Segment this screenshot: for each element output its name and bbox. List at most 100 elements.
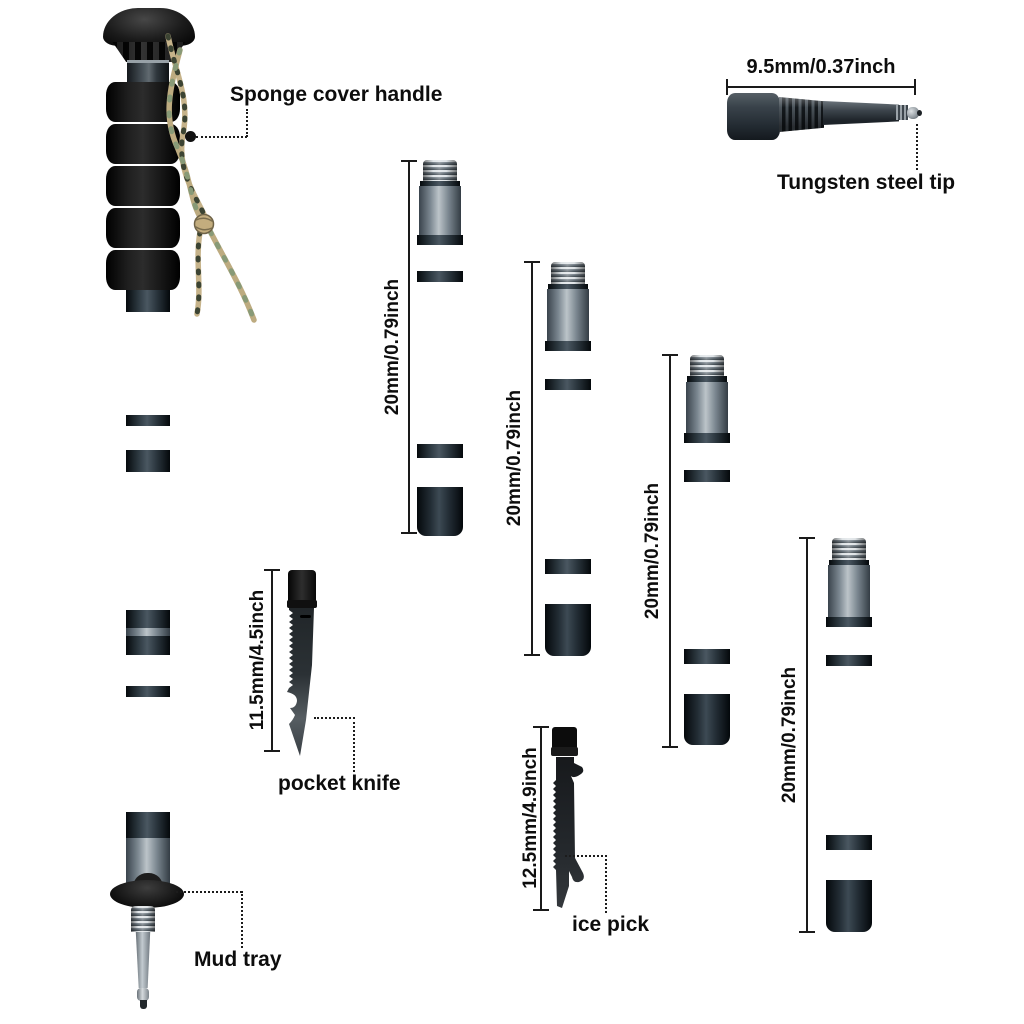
tip-shaft (823, 101, 899, 125)
foam-grip (106, 82, 180, 292)
segment-1-measurement: 20mm/0.79inch (382, 278, 403, 416)
tip-ball-point (917, 110, 922, 116)
tip-thread-section (131, 906, 155, 932)
leader-line (314, 717, 355, 719)
pole-segment-2 (545, 262, 591, 656)
handle-top-knob (103, 8, 195, 46)
segment-band (545, 340, 591, 351)
segment-band (684, 470, 730, 482)
segment-4-dimension-line (799, 537, 815, 933)
segment-collar (828, 564, 870, 617)
segment-1-dimension-line (401, 160, 417, 534)
segment-4-measurement: 20mm/0.79inch (779, 666, 800, 804)
ice-pick-label: ice pick (572, 913, 650, 936)
segment-knurl (418, 458, 463, 487)
segment-band (684, 649, 730, 665)
leader-dot (185, 131, 196, 142)
segment-end-cap (826, 880, 872, 932)
tip-nub (137, 988, 149, 1001)
segment-band (417, 271, 463, 283)
segment-knurl (417, 282, 463, 444)
leader-line (565, 855, 607, 857)
mud-tray-shape (110, 880, 184, 908)
pole-segment-4 (826, 538, 872, 932)
segment-ring (548, 283, 588, 289)
leader-line (241, 891, 243, 948)
handle-knob-ribbed-skirt (112, 42, 186, 62)
segment-band (417, 235, 463, 245)
ice-pick-shape (551, 727, 584, 908)
segment-knurl (418, 245, 463, 271)
segment-threads (423, 160, 457, 181)
segment-collar (419, 185, 461, 236)
shaft-joint-band (126, 450, 170, 472)
segment-band (417, 443, 463, 459)
mud-tray-label: Mud tray (194, 948, 282, 971)
tip-cap (727, 93, 780, 140)
segment-band (826, 835, 872, 851)
segment-3-measurement: 20mm/0.79inch (642, 482, 663, 620)
shaft-joint-band (126, 415, 170, 426)
tip-point (140, 1000, 147, 1009)
segment-ring (687, 376, 727, 382)
leader-line (196, 136, 247, 138)
tip-metal-shaft (135, 932, 151, 988)
shaft-joint-band (126, 290, 170, 312)
segment-band (684, 432, 730, 444)
tip-collar (896, 105, 908, 120)
segment-knurl (827, 627, 872, 655)
segment-band (545, 559, 591, 575)
segment-collar (686, 381, 728, 433)
foam-grip-ring (106, 166, 180, 206)
shaft-joint-highlight (126, 628, 170, 636)
leader-line (605, 855, 607, 913)
segment-band (826, 654, 872, 666)
tip-ball (907, 107, 919, 119)
segment-end-cap (417, 486, 463, 536)
pocket-knife-measurement: 11.5mm/4.5inch (247, 589, 268, 731)
segment-ring (829, 559, 869, 565)
pole-segment-3 (684, 355, 730, 745)
ice-pick-dimension-line (533, 726, 549, 911)
tip-threads (779, 97, 824, 132)
segment-2-dimension-line (524, 261, 540, 656)
pocket-knife-label: pocket knife (278, 772, 401, 795)
segment-knurl (684, 482, 730, 650)
segment-knurl (546, 351, 591, 379)
wrist-strap-cord (165, 33, 257, 323)
pocket-knife-shape (287, 570, 317, 756)
foam-grip-ring (106, 250, 180, 290)
pole-segment-1 (417, 160, 463, 536)
segment-knurl (827, 850, 872, 880)
ice-pick-measurement: 12.5mm/4.9inch (520, 747, 541, 889)
tip-dimension-line (726, 79, 916, 95)
segment-knurl (685, 664, 730, 694)
segment-end-cap (545, 604, 591, 656)
foam-grip-ring (106, 208, 180, 248)
segment-2-measurement: 20mm/0.79inch (504, 389, 525, 527)
handle-label: Sponge cover handle (230, 83, 443, 106)
pole-shaft (126, 290, 170, 884)
segment-end-cap (684, 693, 730, 745)
segment-collar (547, 288, 589, 341)
leader-line (246, 109, 248, 137)
leader-line (916, 124, 918, 170)
shaft-joint-band (126, 812, 170, 838)
segment-band (545, 378, 591, 390)
pocket-knife-dimension-line (264, 569, 280, 752)
leader-line (171, 891, 242, 893)
segment-knurl (826, 666, 872, 835)
segment-knurl (685, 443, 730, 470)
tip-measurement: 9.5mm/0.37inch (746, 56, 896, 78)
segment-threads (690, 355, 724, 377)
segment-threads (832, 538, 866, 560)
foam-grip-ring (106, 124, 180, 164)
segment-threads (551, 262, 585, 284)
tungsten-tip-label: Tungsten steel tip (777, 171, 956, 194)
segment-band (826, 616, 872, 627)
segment-3-dimension-line (662, 354, 678, 748)
shaft-joint-band (126, 686, 170, 697)
leader-line (353, 717, 355, 772)
segment-ring (420, 180, 460, 186)
